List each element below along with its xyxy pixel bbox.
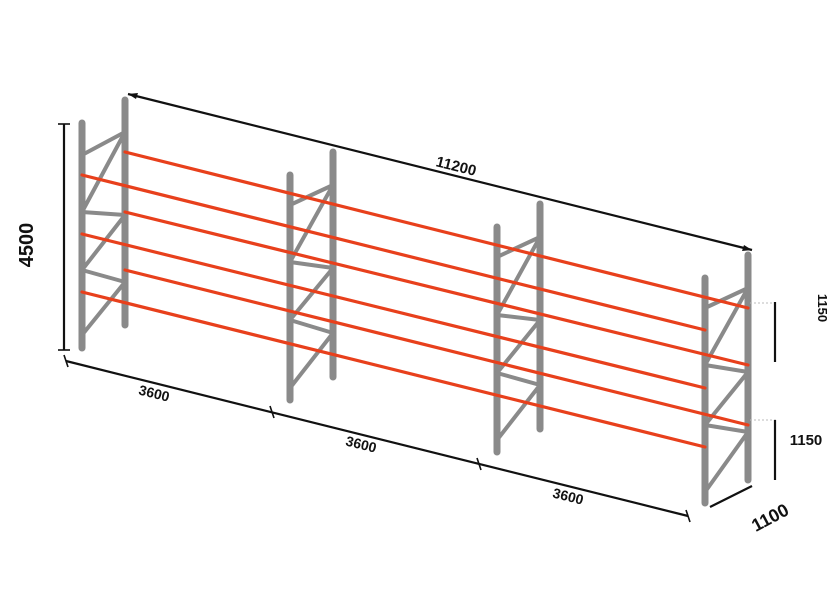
label-bay-2: 3600 xyxy=(344,433,378,456)
rack-frame-3 xyxy=(493,200,544,456)
beams-front xyxy=(80,173,707,449)
label-level-bottom: 1150 xyxy=(790,432,823,449)
rack-frame-4 xyxy=(701,251,752,507)
beam-back-level-2 xyxy=(123,210,750,367)
label-bay-3: 3600 xyxy=(551,485,585,508)
label-level-top: 1150 xyxy=(815,294,830,322)
dimension-depth: 1100 xyxy=(709,485,792,536)
beam-back-level-1 xyxy=(123,150,750,310)
dimension-bays: 3600 3600 3600 xyxy=(63,354,691,523)
dimension-level-top: 1150 xyxy=(750,294,830,362)
beam-front-level-2 xyxy=(80,232,707,390)
beam-front-level-3 xyxy=(80,290,707,449)
label-bay-1: 3600 xyxy=(137,382,171,405)
dimension-total-length: 11200 xyxy=(127,92,753,252)
dimension-level-bottom: 1150 xyxy=(750,419,823,480)
beam-back-level-3 xyxy=(123,268,750,427)
rack-frame-1 xyxy=(78,96,129,352)
label-depth: 1100 xyxy=(748,500,792,536)
beam-front-level-1 xyxy=(80,173,707,332)
beams-back xyxy=(123,150,750,427)
dimension-height: 4500 xyxy=(16,123,70,351)
rack-frame-2 xyxy=(286,148,337,404)
label-height: 4500 xyxy=(16,223,38,268)
